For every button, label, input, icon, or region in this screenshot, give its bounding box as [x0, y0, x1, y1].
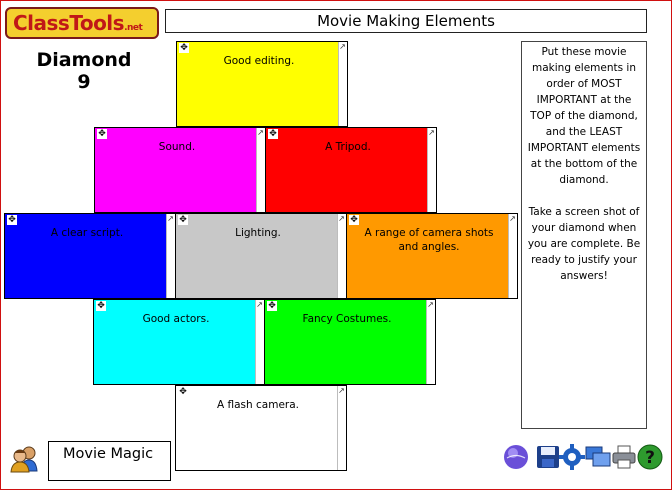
- card-fill: [266, 128, 428, 212]
- card-fill: [94, 300, 256, 384]
- move-handle-icon[interactable]: ✥: [178, 215, 188, 225]
- diamond-card[interactable]: ✥ ↗ A Tripod.: [265, 127, 437, 213]
- card-label[interactable]: A flash camera.: [216, 399, 300, 411]
- screens-icon[interactable]: [585, 444, 611, 470]
- card-scrollbar[interactable]: [426, 300, 435, 384]
- card-label[interactable]: Good actors.: [142, 313, 210, 325]
- diamond-card[interactable]: ✥ ↗ A range of camera shots and angles.: [346, 213, 518, 299]
- globe-icon[interactable]: [503, 444, 529, 470]
- page-title[interactable]: Movie Making Elements: [165, 9, 647, 33]
- diamond-name-box[interactable]: Movie Magic: [48, 441, 171, 481]
- card-label[interactable]: Fancy Costumes.: [302, 313, 392, 325]
- card-label[interactable]: A range of camera shots and angles.: [364, 227, 494, 253]
- diamond-card[interactable]: ✥ ↗ A clear script.: [4, 213, 176, 299]
- save-disk-icon[interactable]: [535, 444, 561, 470]
- move-handle-icon[interactable]: ✥: [268, 129, 278, 139]
- users-icon[interactable]: [9, 445, 39, 473]
- card-label[interactable]: Good editing.: [223, 55, 295, 67]
- svg-text:?: ?: [645, 448, 655, 468]
- diamond-card[interactable]: ✥ ↗ Sound.: [94, 127, 266, 213]
- diamond-card[interactable]: ✥ ↗ Good editing.: [176, 41, 348, 127]
- logo-text: ClassTools: [13, 11, 125, 35]
- logo-text-wrap: ClassTools.net: [13, 11, 143, 35]
- card-fill: [176, 214, 338, 298]
- diamond-card[interactable]: ✥ ↗ Lighting.: [175, 213, 347, 299]
- diamond-card[interactable]: ✥ ↗ A flash camera.: [175, 385, 347, 471]
- move-handle-icon[interactable]: ✥: [349, 215, 359, 225]
- card-scrollbar[interactable]: [255, 300, 264, 384]
- resize-arrow-icon[interactable]: ↗: [338, 214, 345, 223]
- card-scrollbar[interactable]: [337, 386, 346, 470]
- heading-line-1: Diamond: [36, 49, 132, 71]
- card-fill: [176, 386, 338, 470]
- card-fill: [177, 42, 339, 126]
- card-scrollbar[interactable]: [337, 214, 346, 298]
- card-scrollbar[interactable]: [338, 42, 347, 126]
- card-fill: [347, 214, 509, 298]
- move-handle-icon[interactable]: ✥: [97, 129, 107, 139]
- diamond-9-heading: Diamond 9: [21, 49, 147, 93]
- resize-arrow-icon[interactable]: ↗: [257, 128, 264, 137]
- settings-gear-icon[interactable]: [559, 444, 585, 470]
- resize-arrow-icon[interactable]: ↗: [427, 300, 434, 309]
- card-label[interactable]: Lighting.: [235, 227, 281, 239]
- instructions-panel[interactable]: Put these movie making elements in order…: [521, 41, 647, 429]
- resize-arrow-icon[interactable]: ↗: [338, 386, 345, 395]
- card-label[interactable]: Sound.: [158, 141, 196, 153]
- diamond-card[interactable]: ✥ ↗ Fancy Costumes.: [264, 299, 436, 385]
- move-handle-icon[interactable]: ✥: [178, 387, 188, 397]
- resize-arrow-icon[interactable]: ↗: [256, 300, 263, 309]
- printer-icon[interactable]: [611, 444, 637, 470]
- resize-arrow-icon[interactable]: ↗: [509, 214, 516, 223]
- card-label[interactable]: A clear script.: [50, 227, 124, 239]
- classtools-logo[interactable]: ClassTools.net: [5, 7, 159, 39]
- move-handle-icon[interactable]: ✥: [96, 301, 106, 311]
- heading-line-2: 9: [77, 71, 91, 93]
- diamond-card[interactable]: ✥ ↗ Good actors.: [93, 299, 265, 385]
- bottom-toolbar: ?: [503, 444, 665, 472]
- card-label[interactable]: A Tripod.: [325, 141, 371, 153]
- move-handle-icon[interactable]: ✥: [179, 43, 189, 53]
- card-fill: [265, 300, 427, 384]
- card-fill: [95, 128, 257, 212]
- instructions-paragraph-1: Put these movie making elements in order…: [527, 46, 641, 186]
- card-scrollbar[interactable]: [166, 214, 175, 298]
- help-icon[interactable]: ?: [637, 444, 663, 470]
- card-scrollbar[interactable]: [256, 128, 265, 212]
- resize-arrow-icon[interactable]: ↗: [339, 42, 346, 51]
- card-fill: [5, 214, 167, 298]
- move-handle-icon[interactable]: ✥: [267, 301, 277, 311]
- move-handle-icon[interactable]: ✥: [7, 215, 17, 225]
- card-scrollbar[interactable]: [427, 128, 436, 212]
- card-scrollbar[interactable]: [508, 214, 517, 298]
- resize-arrow-icon[interactable]: ↗: [428, 128, 435, 137]
- resize-arrow-icon[interactable]: ↗: [167, 214, 174, 223]
- instructions-paragraph-2: Take a screen shot of your diamond when …: [527, 206, 641, 282]
- logo-suffix: .net: [124, 23, 143, 33]
